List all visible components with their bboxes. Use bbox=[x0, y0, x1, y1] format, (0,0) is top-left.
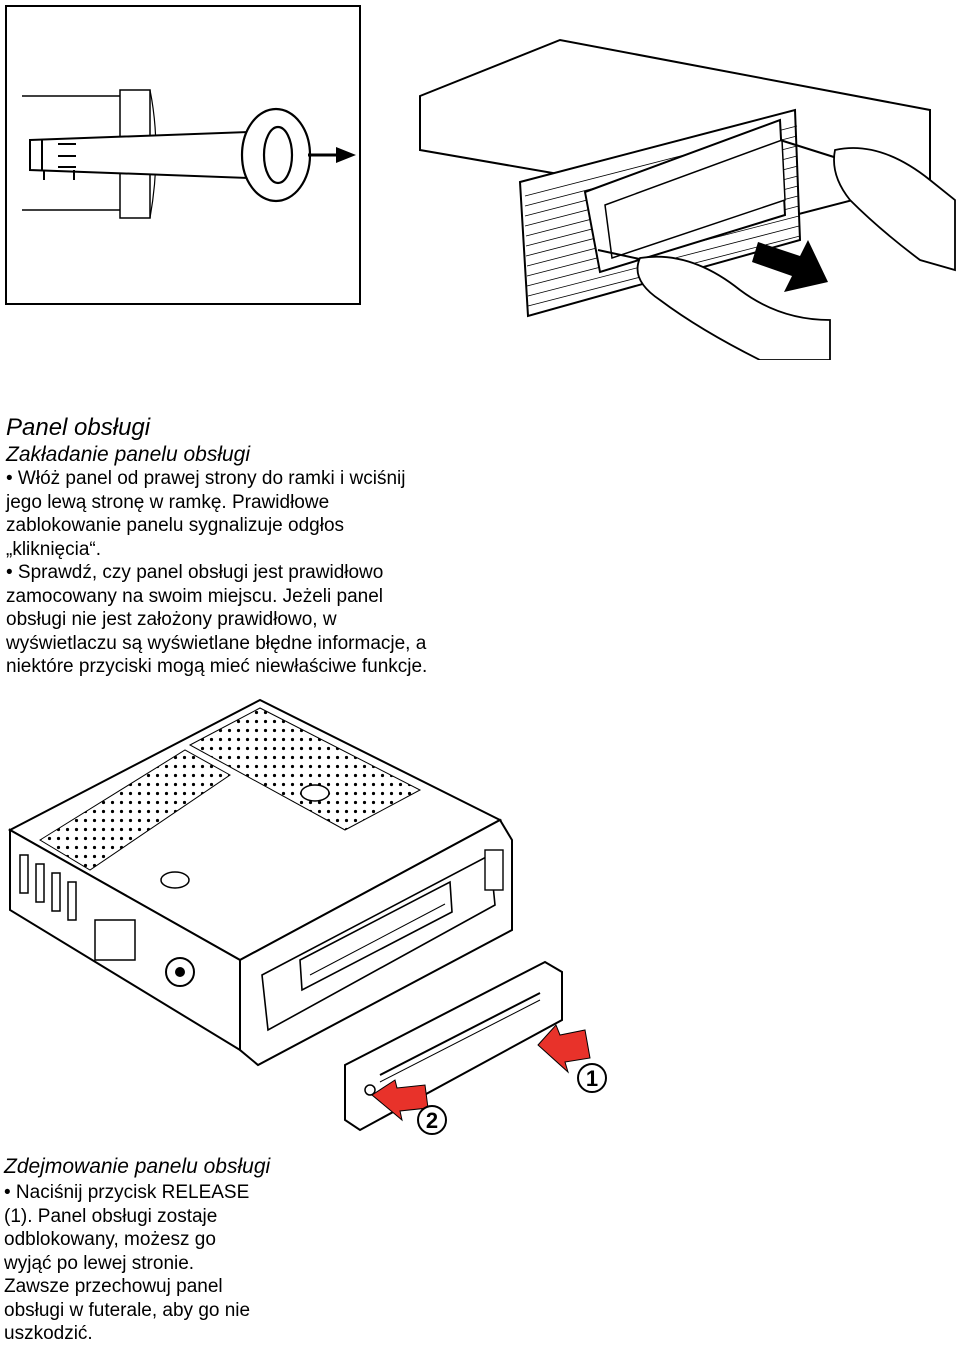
text-line: uszkodzić. bbox=[4, 1323, 93, 1344]
text-line: • Włóż panel od prawej strony do ramki i… bbox=[6, 468, 406, 489]
text-line: odblokowany, możesz go bbox=[4, 1229, 216, 1250]
text-line: • Naciśnij przycisk RELEASE bbox=[4, 1182, 250, 1203]
illustration-key-removal bbox=[5, 5, 956, 360]
illustration-radio-unit: 1 2 bbox=[7, 698, 607, 1135]
text-line: wyświetlaczu są wyświetlane błędne infor… bbox=[6, 632, 427, 654]
attach-instructions: • Włóż panel od prawej strony do ramki i… bbox=[6, 467, 427, 679]
section-heading-attach: Zakładanie panelu obsługi bbox=[6, 443, 251, 466]
text-line: (1). Panel obsługi zostaje bbox=[4, 1205, 218, 1227]
text-line: niektóre przyciski mogą mieć niewłaściwe… bbox=[6, 656, 428, 677]
text-line: wyjąć po lewej stronie. bbox=[4, 1252, 195, 1274]
text-line: • Sprawdź, czy panel obsługi jest prawid… bbox=[6, 562, 384, 583]
text-line: obsługi nie jest założony prawidłowo, w bbox=[6, 609, 337, 630]
text-line: jego lewą stronę w ramkę. Prawidłowe bbox=[6, 491, 330, 513]
section-heading-remove: Zdejmowanie panelu obsługi bbox=[4, 1155, 271, 1178]
callout-2: 2 bbox=[426, 1108, 438, 1133]
text-line: zamocowany na swoim miejscu. Jeżeli pane… bbox=[6, 585, 383, 607]
text-line: obsługi w futerale, aby go nie bbox=[4, 1299, 251, 1321]
text-line: zablokowanie panelu sygnalizuje odgłos bbox=[6, 515, 345, 536]
text-line: „kliknięcia“. bbox=[6, 538, 102, 560]
text-line: Zawsze przechowuj panel bbox=[4, 1276, 223, 1297]
page-title: Panel obsługi bbox=[6, 414, 151, 441]
callout-1: 1 bbox=[586, 1066, 598, 1091]
remove-instructions: • Naciśnij przycisk RELEASE (1). Panel o… bbox=[4, 1181, 250, 1346]
